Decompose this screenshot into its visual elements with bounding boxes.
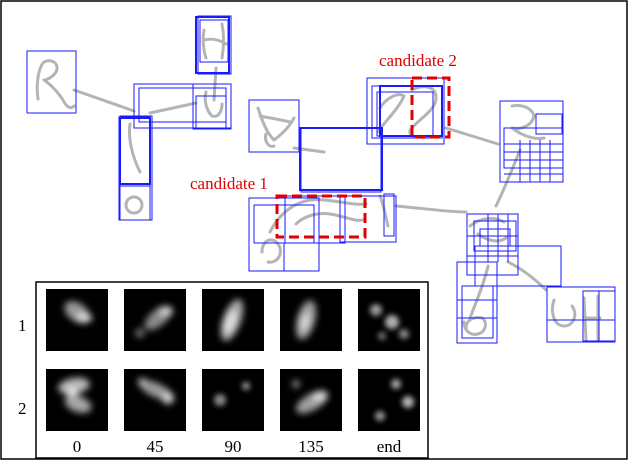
feature-tile bbox=[358, 369, 420, 431]
candidate-2-label: candidate 2 bbox=[379, 51, 457, 70]
candidate-1-box bbox=[275, 194, 367, 239]
column-label-0: 0 bbox=[73, 437, 82, 456]
feature-tile bbox=[202, 369, 264, 431]
feature-tile bbox=[46, 369, 108, 431]
column-label-45: 45 bbox=[147, 437, 164, 456]
candidate-1-label: candidate 1 bbox=[190, 174, 268, 193]
feature-tile-row-2 bbox=[46, 369, 420, 431]
feature-tile bbox=[280, 289, 342, 351]
grid-boxes bbox=[283, 140, 615, 341]
candidate-2-box bbox=[410, 76, 451, 139]
feature-tile bbox=[358, 289, 420, 351]
emphasized-boxes bbox=[119, 16, 443, 191]
feature-inset: 1 2 bbox=[18, 281, 429, 459]
feature-tile bbox=[46, 289, 108, 351]
feature-tile bbox=[202, 289, 264, 351]
column-label-end: end bbox=[377, 437, 402, 456]
feature-tile-row-1 bbox=[46, 289, 420, 351]
feature-tile bbox=[280, 369, 342, 431]
column-label-135: 135 bbox=[298, 437, 324, 456]
row-label-1: 1 bbox=[18, 316, 27, 335]
feature-tile bbox=[124, 369, 186, 431]
feature-tile bbox=[124, 289, 186, 351]
row-label-2: 2 bbox=[18, 399, 27, 418]
column-label-90: 90 bbox=[225, 437, 242, 456]
